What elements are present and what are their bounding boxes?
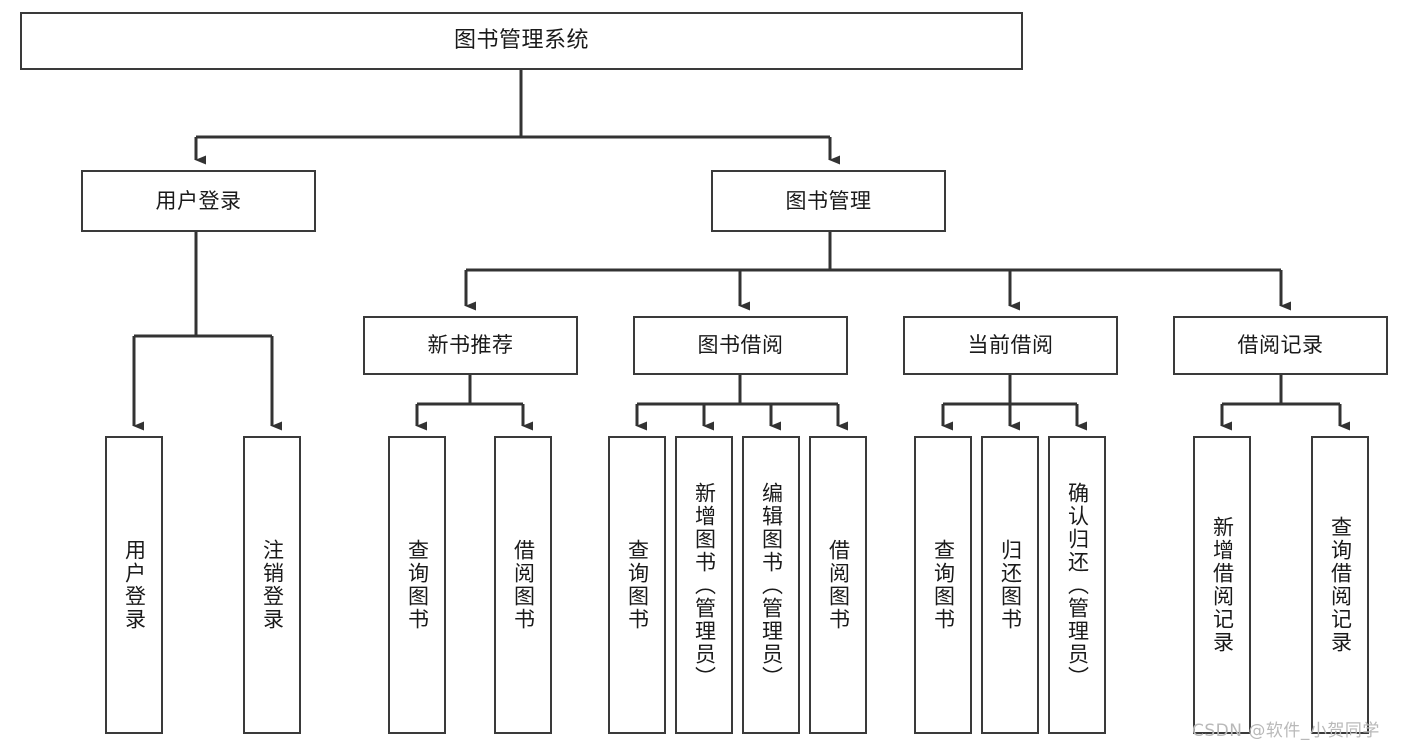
node-label: 图书借阅 [697, 333, 784, 358]
node-label: 新书推荐 [427, 333, 514, 358]
node-label: 查询图书 [625, 539, 650, 631]
leaf-user-login[interactable]: 用户登录 [105, 436, 163, 734]
leaf-query-book-borrow[interactable]: 查询图书 [608, 436, 666, 734]
node-label: 借阅图书 [511, 539, 536, 631]
node-label: 确认归还（管理员） [1065, 481, 1090, 689]
leaf-borrow-book-recommend[interactable]: 借阅图书 [494, 436, 552, 734]
leaf-query-book-current[interactable]: 查询图书 [914, 436, 972, 734]
node-book-borrow[interactable]: 图书借阅 [633, 316, 848, 375]
node-label: 归还图书 [998, 539, 1023, 631]
node-user-login[interactable]: 用户登录 [81, 170, 316, 232]
leaf-query-borrow-record[interactable]: 查询借阅记录 [1311, 436, 1369, 734]
leaf-add-borrow-record[interactable]: 新增借阅记录 [1193, 436, 1251, 734]
leaf-query-book-recommend[interactable]: 查询图书 [388, 436, 446, 734]
node-label: 当前借阅 [967, 333, 1054, 358]
node-label: 图书管理系统 [453, 28, 589, 54]
node-label: 借阅记录 [1237, 333, 1324, 358]
node-book-manage[interactable]: 图书管理 [711, 170, 946, 232]
node-root-book-management-system[interactable]: 图书管理系统 [20, 12, 1023, 70]
leaf-confirm-return[interactable]: 确认归还（管理员） [1048, 436, 1106, 734]
node-label: 用户登录 [122, 539, 147, 631]
node-label: 新增图书（管理员） [692, 481, 717, 689]
node-label: 查询图书 [931, 539, 956, 631]
node-label: 用户登录 [155, 188, 242, 213]
node-label: 注销登录 [260, 539, 285, 631]
leaf-borrow-book[interactable]: 借阅图书 [809, 436, 867, 734]
node-label: 图书管理 [785, 188, 872, 213]
node-label: 查询图书 [405, 539, 430, 631]
node-label: 查询借阅记录 [1328, 516, 1353, 654]
node-current-borrow[interactable]: 当前借阅 [903, 316, 1118, 375]
leaf-logout[interactable]: 注销登录 [243, 436, 301, 734]
node-new-book-recommend[interactable]: 新书推荐 [363, 316, 578, 375]
csdn-watermark: CSDN @软件_小贺同学 [1192, 721, 1380, 741]
node-label: 借阅图书 [826, 539, 851, 631]
leaf-add-book[interactable]: 新增图书（管理员） [675, 436, 733, 734]
leaf-return-book[interactable]: 归还图书 [981, 436, 1039, 734]
node-label: 新增借阅记录 [1210, 516, 1235, 654]
node-label: 编辑图书（管理员） [759, 481, 784, 689]
node-borrow-record[interactable]: 借阅记录 [1173, 316, 1388, 375]
leaf-edit-book[interactable]: 编辑图书（管理员） [742, 436, 800, 734]
